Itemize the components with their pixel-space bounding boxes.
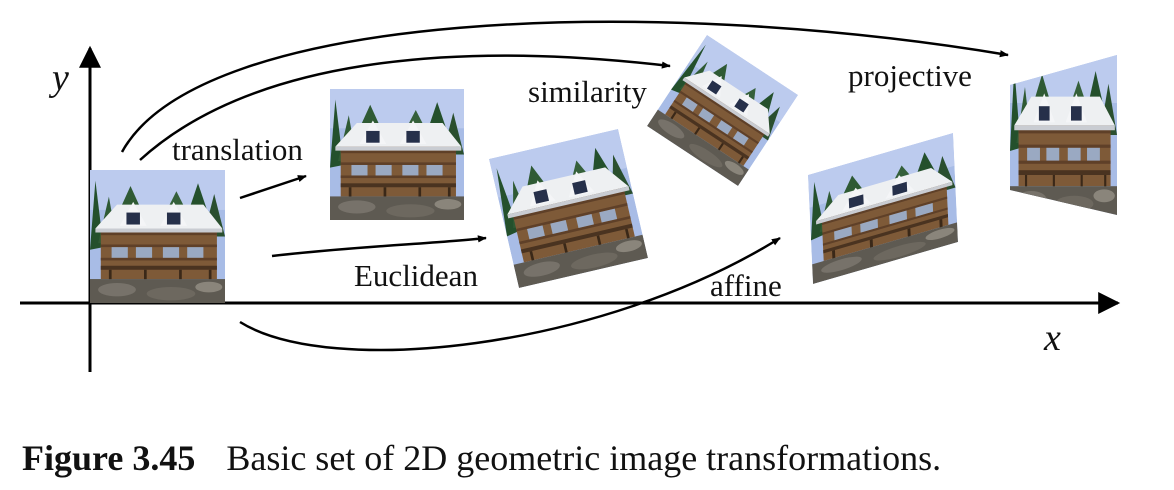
affine-image — [808, 133, 958, 284]
projective-arrow — [120, 20, 1009, 153]
projective-image — [1010, 55, 1117, 215]
figure-caption: Figure 3.45 Basic set of 2D geometric im… — [22, 438, 941, 478]
label-projective: projective — [848, 58, 972, 93]
label-euclidean: Euclidean — [354, 258, 478, 293]
label-similarity: similarity — [528, 74, 647, 109]
euclidean-arrow — [271, 235, 487, 258]
translation-arrow — [239, 174, 307, 200]
translation-image — [330, 89, 464, 220]
similarity-image — [647, 35, 798, 186]
affine-arrow — [239, 236, 781, 352]
caption-number: Figure 3.45 — [22, 438, 195, 478]
x-axis-label: x — [1043, 317, 1061, 359]
label-translation: translation — [172, 132, 303, 167]
label-affine: affine — [710, 268, 782, 303]
euclidean-image — [489, 129, 648, 288]
original-image — [90, 170, 225, 303]
y-axis-label: y — [48, 57, 69, 99]
similarity-arrow — [139, 54, 671, 161]
caption-text: Basic set of 2D geometric image transfor… — [226, 438, 941, 478]
